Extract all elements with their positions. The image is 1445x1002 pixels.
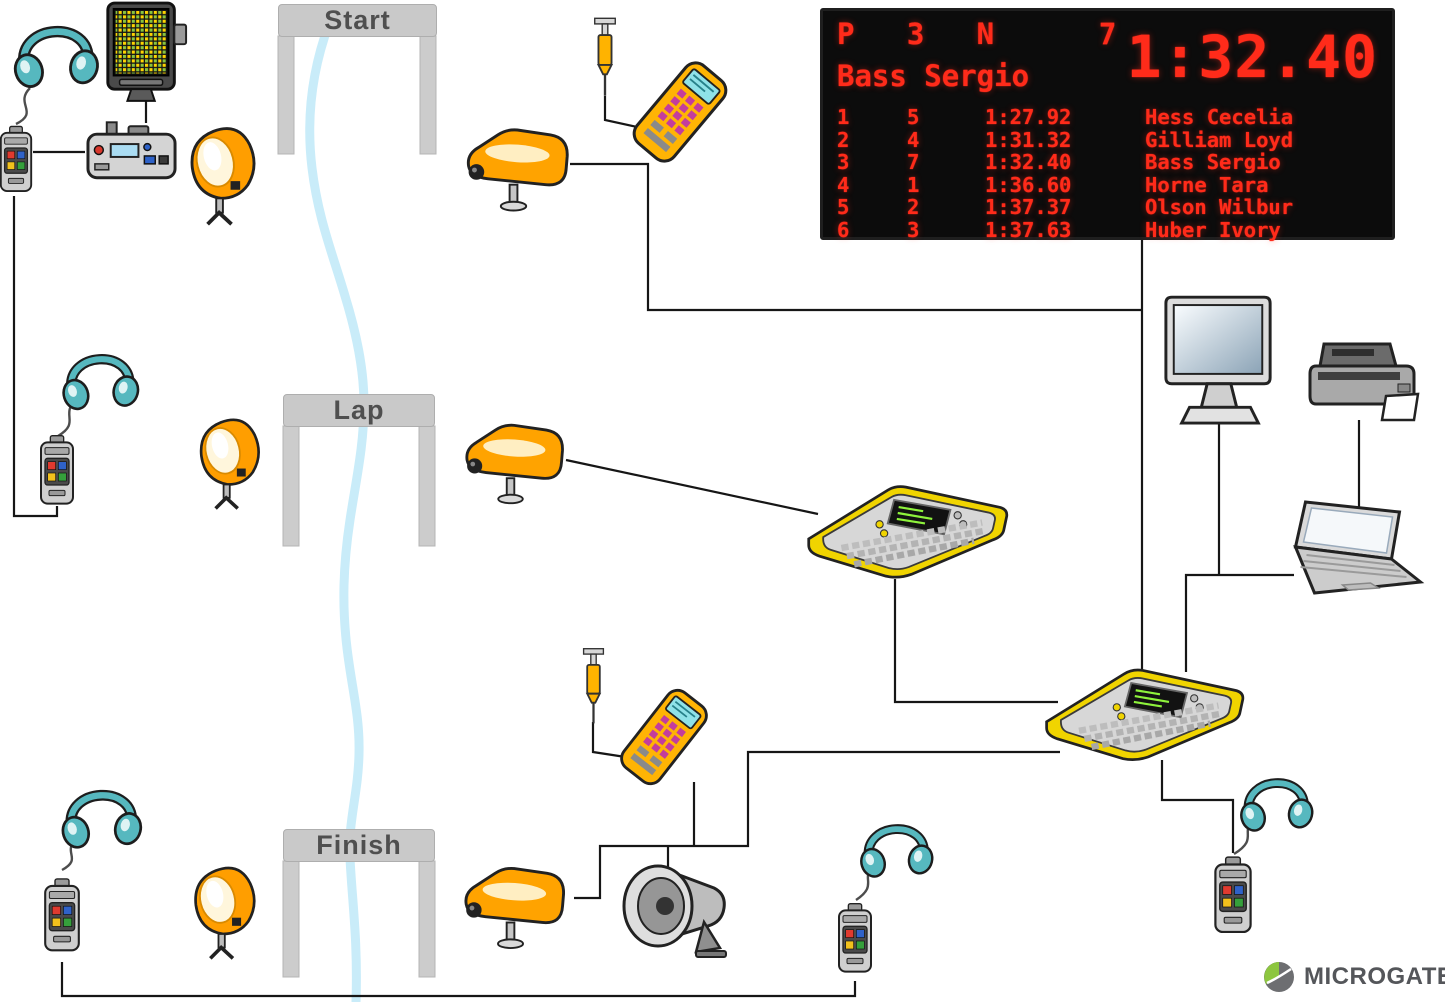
- name-cell: Huber Ivory: [1145, 217, 1281, 242]
- time-cell: 1:31.32: [985, 127, 1072, 152]
- start-intercom-icon: [0, 125, 33, 193]
- scoreboard-row: 3 7 1:32.40 Bass Sergio: [837, 151, 1378, 174]
- scoreboard-header: P 3 N 7: [837, 17, 1117, 51]
- bib-cell: 4: [907, 127, 920, 152]
- rank-cell: 4: [837, 172, 850, 197]
- laptop-icon: [1293, 500, 1423, 595]
- name-cell: Gilliam Loyd: [1145, 127, 1294, 152]
- scoreboard-row: 2 4 1:31.32 Gilliam Loyd: [837, 127, 1378, 152]
- start-label: Start: [324, 5, 391, 35]
- rank-cell: 2: [837, 127, 850, 152]
- finish-intercom-icon: [43, 877, 81, 952]
- scoreboard-row: 5 2 1:37.37 Olson Wilbur: [837, 196, 1378, 219]
- time-cell: 1:27.92: [985, 105, 1072, 129]
- announcer-headphones-icon: [858, 829, 935, 879]
- time-cell: 1:32.40: [985, 150, 1072, 174]
- finish-camera-icon: [464, 866, 566, 950]
- finish-headphones-icon: [59, 795, 144, 850]
- scoreboard-row: 1 5 1:27.92 Hess Cecelia: [837, 106, 1378, 129]
- judge-intercom-icon: [1214, 855, 1252, 934]
- lap-camera-icon: [465, 423, 564, 505]
- rank-cell: 1: [837, 105, 850, 129]
- finish-handheld-terminal-icon: [617, 685, 712, 788]
- bib-cell: 1: [907, 172, 920, 197]
- lap-intercom-icon: [39, 434, 75, 505]
- scoreboard-athlete-name: Bass Sergio: [837, 59, 1030, 93]
- scoreboard-result-list: 1 5 1:27.92 Hess Cecelia 2 4 1:31.32 Gilliam L…: [837, 106, 1378, 241]
- megaphone-icon: [622, 864, 728, 959]
- start-headphones-icon: [11, 32, 101, 90]
- name-cell: Bass Sergio: [1145, 150, 1281, 174]
- led-controller-icon: [106, 1, 188, 103]
- lap-banner: Lap: [283, 394, 435, 427]
- finish-banner: Finish: [283, 829, 435, 862]
- microgate-logo-icon: [1264, 962, 1294, 992]
- gate-posts: [277, 35, 437, 978]
- brand-name: MICROGATE: [1304, 963, 1445, 990]
- judge-headphones-icon: [1238, 783, 1315, 833]
- time-cell: 1:37.37: [985, 195, 1072, 219]
- name-cell: Hess Cecelia: [1145, 105, 1294, 129]
- scoreboard-left: P 3 N 7 Bass Sergio: [837, 17, 1116, 93]
- led-scoreboard: P 3 N 7 Bass Sergio 1:32.40 1 5 1:27.92 Hes…: [820, 8, 1395, 241]
- start-banner: Start: [278, 4, 437, 37]
- bib-cell: 3: [907, 217, 920, 242]
- rank-cell: 3: [837, 150, 850, 174]
- time-cell: 1:37.63: [985, 217, 1072, 242]
- start-camera-icon: [466, 128, 569, 213]
- name-cell: Olson Wilbur: [1145, 195, 1294, 219]
- scoreboard-row: 4 1 1:36.60 Horne Tara: [837, 172, 1378, 197]
- bib-cell: 5: [907, 105, 920, 129]
- monitor-icon: [1164, 295, 1272, 425]
- portable-timer-icon: [86, 120, 177, 180]
- lap-photocell-icon: [198, 418, 261, 511]
- start-handheld-terminal-icon: [629, 58, 731, 167]
- finish-photocell-icon: [193, 866, 257, 961]
- main-timing-console-icon: [1047, 670, 1243, 760]
- microgate-logo: MICROGATE: [1262, 960, 1445, 994]
- bib-cell: 7: [907, 150, 920, 174]
- lap-label: Lap: [333, 395, 385, 425]
- scoreboard-top: P 3 N 7 Bass Sergio 1:32.40: [837, 17, 1378, 105]
- scoreboard-main-time: 1:32.40: [1126, 23, 1378, 91]
- signal-wires: [12, 96, 1361, 998]
- rank-cell: 6: [837, 217, 850, 242]
- rank-cell: 5: [837, 195, 850, 219]
- printer-icon: [1308, 342, 1420, 422]
- scoreboard-row: 6 3 1:37.63 Huber Ivory: [837, 217, 1378, 242]
- name-cell: Horne Tara: [1145, 172, 1269, 197]
- time-cell: 1:36.60: [985, 172, 1072, 197]
- announcer-intercom-icon: [837, 902, 873, 973]
- lap-timing-console-icon: [809, 487, 1007, 577]
- start-wand-icon: [593, 17, 617, 97]
- bib-cell: 2: [907, 195, 920, 219]
- lap-headphones-icon: [60, 359, 141, 412]
- start-photocell-icon: [189, 126, 256, 227]
- finish-wand-icon: [582, 647, 605, 725]
- finish-label: Finish: [316, 830, 402, 860]
